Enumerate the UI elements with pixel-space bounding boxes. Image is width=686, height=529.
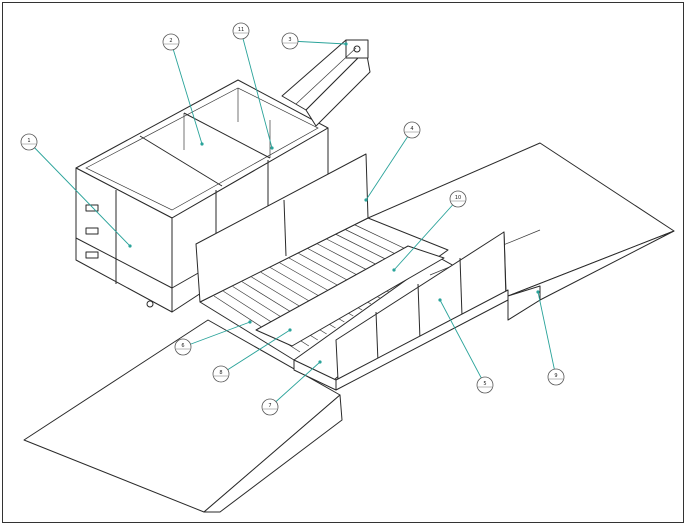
callout-leader-2 xyxy=(170,41,203,145)
callout-label: 9 xyxy=(554,373,557,379)
callout-bubble-5: 5 xyxy=(476,376,494,394)
callout-bubbles: 1 2 3 4 5 6 7 8 9 10 11 xyxy=(20,22,565,416)
callout-bubble-10: 10 xyxy=(449,190,467,208)
callout-label: 4 xyxy=(410,126,413,132)
callout-label: 10 xyxy=(455,195,461,201)
callout-leader-3 xyxy=(289,40,347,45)
callout-leader-10 xyxy=(393,198,459,271)
callout-bubble-9: 9 xyxy=(547,368,565,386)
callout-leaders xyxy=(28,30,557,408)
left-ramp xyxy=(23,319,343,513)
callout-target-dot-8 xyxy=(288,328,292,332)
callout-target-dot-9 xyxy=(536,290,540,294)
callout-target-dot-6 xyxy=(248,320,252,324)
callout-bubble-8: 8 xyxy=(212,365,230,383)
callout-label: 5 xyxy=(483,381,486,387)
callout-leader-6 xyxy=(182,321,251,348)
drawing-border xyxy=(2,2,684,523)
callout-bubble-6: 6 xyxy=(174,338,192,356)
callout-bubble-2: 2 xyxy=(162,33,180,51)
callout-bubble-11: 11 xyxy=(232,22,250,40)
callout-bubble-1: 1 xyxy=(20,133,38,151)
callout-bubble-4: 4 xyxy=(403,121,421,139)
callout-target-dot-7 xyxy=(318,360,322,364)
callout-label: 2 xyxy=(169,38,172,44)
callout-label: 8 xyxy=(219,370,222,376)
callout-leader-8 xyxy=(220,329,291,375)
callout-leader-11 xyxy=(240,30,273,149)
callout-target-dot-10 xyxy=(392,268,396,272)
callout-target-dot-2 xyxy=(200,142,204,146)
callout-target-dot-1 xyxy=(128,244,132,248)
callout-label: 11 xyxy=(238,27,244,33)
callout-leader-9 xyxy=(537,291,557,378)
callout-label: 1 xyxy=(27,138,30,144)
callout-bubble-7: 7 xyxy=(261,398,279,416)
callout-leader-5 xyxy=(439,299,486,386)
callout-leader-1 xyxy=(28,141,131,247)
grating-deck xyxy=(195,153,541,391)
conveyor-arm xyxy=(281,39,371,127)
callout-leader-7 xyxy=(269,361,321,408)
callout-label: 6 xyxy=(181,343,184,349)
callout-label: 3 xyxy=(288,37,291,43)
callout-label: 7 xyxy=(268,403,271,409)
callout-target-dot-3 xyxy=(344,42,348,46)
callout-target-dot-4 xyxy=(364,198,368,202)
callout-leader-4 xyxy=(365,129,413,201)
callout-target-dot-5 xyxy=(438,298,442,302)
callout-bubble-3: 3 xyxy=(281,32,299,50)
callout-target-dot-11 xyxy=(270,146,274,150)
